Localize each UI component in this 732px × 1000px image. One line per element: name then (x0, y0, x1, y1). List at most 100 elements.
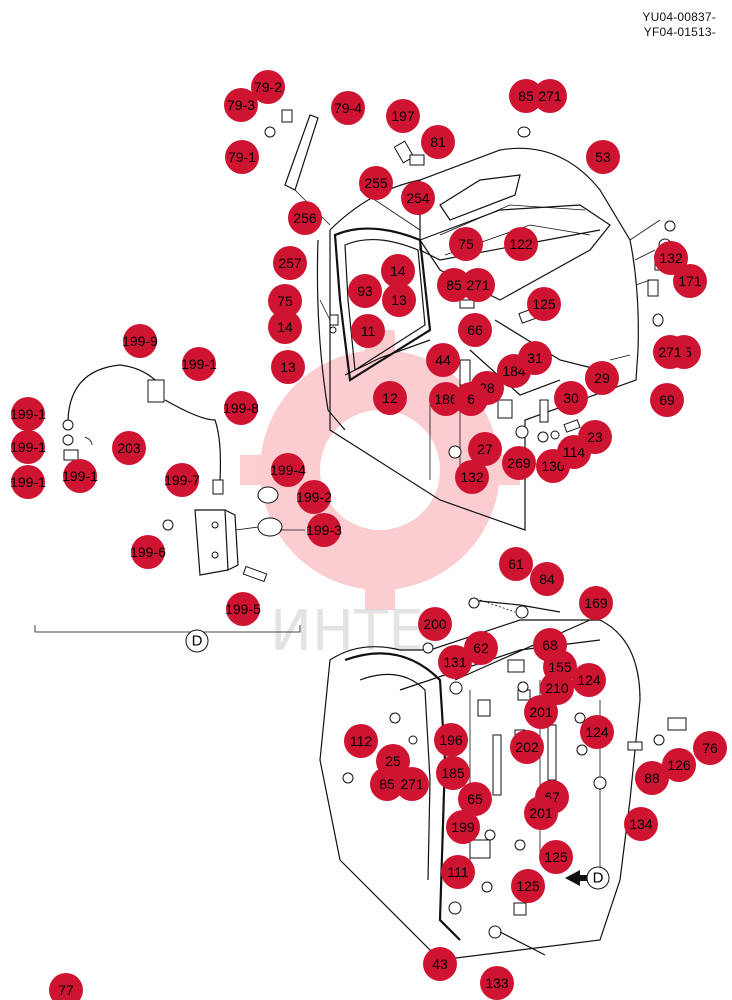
callout-199-1: 199-1 (10, 397, 46, 431)
callout-66: 66 (458, 313, 492, 347)
callout-marker (382, 283, 416, 317)
callout-marker (511, 869, 545, 903)
callout-label: 132 (659, 250, 683, 266)
callout-124: 124 (572, 663, 606, 697)
callout-256: 256 (288, 201, 322, 235)
arrow-d-icon (565, 870, 590, 886)
view-d-circle (185, 629, 209, 653)
callout-marker (434, 723, 468, 757)
callout-6: 6 (454, 382, 488, 416)
callout-169: 169 (579, 586, 613, 620)
callout-label: 133 (485, 975, 509, 991)
callout-label: 199-5 (225, 601, 261, 617)
callout-marker (580, 715, 614, 749)
callout-76: 76 (693, 731, 727, 765)
callout-label: 199-3 (306, 522, 342, 538)
callout-marker (510, 730, 544, 764)
arrow-d-label: D (593, 870, 604, 887)
callout-13: 13 (382, 283, 416, 317)
callout-marker (540, 671, 574, 705)
callout-199-8: 199-8 (223, 391, 259, 425)
callout-marker (11, 397, 45, 431)
callout-199-5: 199-5 (225, 592, 261, 626)
callout-62: 62 (464, 631, 498, 665)
callout-marker (524, 796, 558, 830)
callout-marker (662, 748, 696, 782)
callout-61: 61 (499, 547, 533, 581)
callout-14: 14 (381, 254, 415, 288)
callout-marker (458, 313, 492, 347)
callout-12: 12 (373, 381, 407, 415)
callout-label: 199 (451, 819, 475, 835)
callout-label: 69 (659, 392, 675, 408)
callout-199: 199 (446, 810, 480, 844)
callout-label: 27 (477, 441, 493, 457)
callout-label: 30 (563, 390, 579, 406)
callout-label: 199-1 (10, 406, 46, 422)
callout-marker (373, 381, 407, 415)
callout-marker (585, 361, 619, 395)
callout-marker (446, 810, 480, 844)
callout-label: 79-3 (227, 97, 255, 113)
callout-label: 6 (467, 391, 475, 407)
callout-marker (436, 756, 470, 790)
callout-79-2: 79-2 (251, 70, 285, 104)
callout-marker (654, 241, 688, 275)
callout-marker (650, 383, 684, 417)
callout-marker (331, 91, 365, 125)
callout-label: 130 (541, 458, 565, 474)
callout-111: 111 (441, 855, 475, 889)
callout-label: 85 (446, 277, 462, 293)
callout-label: 31 (527, 350, 543, 366)
callout-126: 126 (662, 748, 696, 782)
callout-125: 125 (539, 840, 573, 874)
callout-marker (370, 767, 404, 801)
callout-marker (395, 767, 429, 801)
callout-199-1: 199-1 (181, 347, 217, 381)
callout-label: 122 (509, 236, 533, 252)
callout-marker (49, 973, 83, 1000)
callout-77: 77 (49, 973, 83, 1000)
callout-199-4: 199-4 (270, 453, 306, 487)
callout-81: 81 (421, 125, 455, 159)
callout-label: 171 (678, 273, 702, 289)
callout-133: 133 (480, 966, 514, 1000)
callout-11: 11 (351, 314, 385, 348)
callout-85: 85 (509, 79, 543, 113)
lower-cab-drawing (319, 597, 687, 961)
callout-199-7: 199-7 (164, 463, 200, 497)
callout-marker (421, 125, 455, 159)
callout-label: 79-1 (228, 149, 256, 165)
callout-257: 257 (273, 246, 307, 280)
callout-marker (499, 547, 533, 581)
callout-88: 88 (635, 761, 669, 795)
callout-marker (454, 382, 488, 416)
callout-label: 11 (361, 323, 376, 339)
callout-label: 76 (702, 740, 718, 756)
callout-marker (441, 855, 475, 889)
callout-171: 171 (673, 264, 707, 298)
part-28 (497, 399, 513, 419)
view-d-bracket (34, 625, 301, 633)
callout-marker (401, 181, 435, 215)
upper-cab-drawing (264, 109, 676, 531)
callout-79-1: 79-1 (225, 140, 259, 174)
callout-marker (131, 535, 165, 569)
callout-marker (437, 268, 471, 302)
callout-label: 169 (584, 595, 608, 611)
callout-label: 134 (629, 816, 653, 832)
callout-marker (464, 631, 498, 665)
callout-label: 203 (117, 440, 141, 456)
callout-label: 186 (434, 391, 458, 407)
callout-69: 69 (650, 383, 684, 417)
callout-marker (461, 268, 495, 302)
callout-185: 185 (436, 756, 470, 790)
callout-label: 111 (447, 864, 468, 880)
callout-label: 125 (532, 296, 556, 312)
callout-label: 199-6 (130, 544, 166, 560)
callout-marker (226, 592, 260, 626)
callout-label: 75 (458, 236, 474, 252)
callout-label: 199-1 (62, 468, 98, 484)
callout-label: 254 (406, 190, 430, 206)
